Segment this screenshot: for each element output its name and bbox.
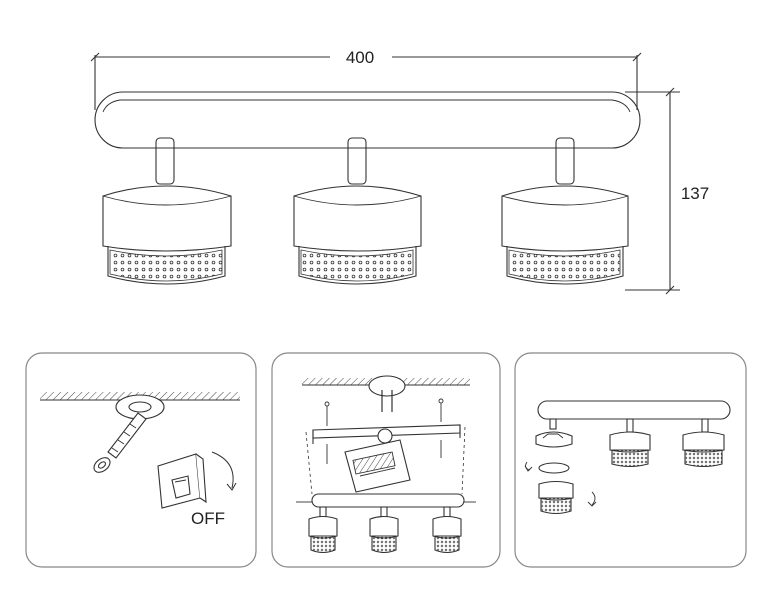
width-dimension [90, 52, 642, 110]
step-1-panel: OFF [25, 352, 257, 568]
step-2-panel [271, 352, 501, 568]
lamp-2 [293, 137, 422, 285]
base-bar [94, 91, 641, 149]
width-label: 400 [346, 48, 374, 67]
step-2-lamps [308, 506, 462, 554]
height-label: 137 [681, 184, 709, 203]
lamp-disassembly [524, 418, 597, 515]
rotate-arrow-icon [211, 451, 234, 489]
lamp-1 [102, 137, 232, 285]
screw-icons [324, 398, 444, 464]
terminal-block-zoom [344, 428, 411, 493]
screwdriver-icon [93, 412, 147, 473]
off-label: OFF [191, 509, 225, 528]
step-3-lamps [609, 418, 725, 468]
main-drawing: 400 137 [90, 48, 709, 295]
lamp-3 [501, 137, 629, 285]
power-switch-icon [157, 453, 207, 509]
height-dimension [625, 87, 680, 295]
step-3-panel [514, 352, 747, 568]
